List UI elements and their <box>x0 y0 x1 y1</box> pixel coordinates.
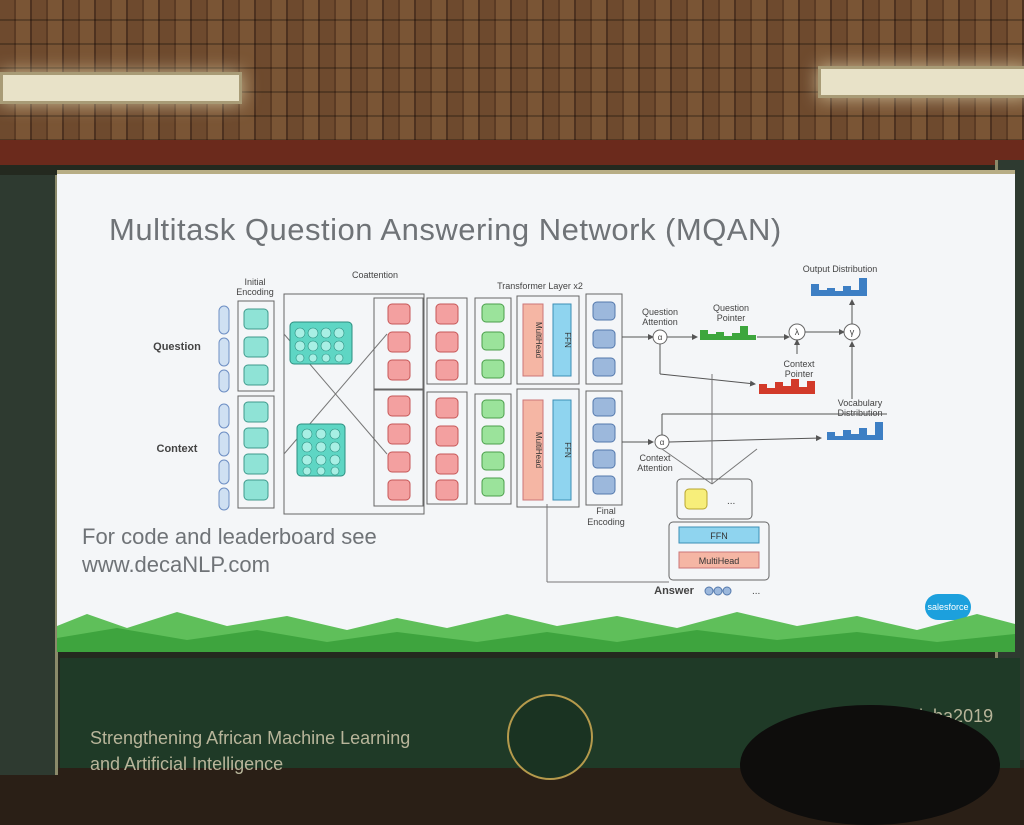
label-question: Question <box>153 341 201 353</box>
svg-text:λ: λ <box>795 327 800 337</box>
curtain-left <box>0 175 58 775</box>
context-initial-encoding-group <box>237 395 275 509</box>
svg-text:...: ... <box>752 586 760 597</box>
label-initial-encoding-2: Encoding <box>236 287 274 297</box>
svg-text:Context: Context <box>639 453 671 463</box>
footer-link[interactable]: www.decaNLP.com <box>82 552 270 577</box>
decoder-state <box>684 488 708 510</box>
label-initial-encoding-1: Initial <box>244 277 265 287</box>
decoder-block <box>668 521 770 581</box>
answer-tokens <box>704 586 732 596</box>
svg-text:Context: Context <box>783 359 815 369</box>
audience-head <box>740 705 1000 825</box>
svg-text:α: α <box>658 333 663 342</box>
svg-text:Pointer: Pointer <box>785 369 814 379</box>
decoder-ffn <box>678 526 760 544</box>
svg-text:Attention: Attention <box>637 463 673 473</box>
output-distribution-bars <box>811 278 867 296</box>
question-pointer-bars <box>700 326 756 340</box>
svg-text:...: ... <box>727 496 735 507</box>
banner-tagline-2: and Artificial Intelligence <box>90 754 284 774</box>
label-transformer: Transformer Layer x2 <box>497 281 583 291</box>
ceiling-light-right <box>818 66 1024 98</box>
ceiling-light-left <box>0 72 242 104</box>
question-transformer-block <box>516 295 580 385</box>
svg-text:Question: Question <box>642 307 678 317</box>
svg-text:FFN: FFN <box>563 442 572 458</box>
context-multihead <box>522 399 544 501</box>
svg-text:MultiHead: MultiHead <box>699 556 740 566</box>
svg-text:Attention: Attention <box>642 317 678 327</box>
label-answer: Answer <box>654 585 694 597</box>
svg-text:γ: γ <box>850 327 855 337</box>
svg-text:MultiHead: MultiHead <box>534 432 543 468</box>
svg-text:Encoding: Encoding <box>587 517 625 527</box>
slide-title: Multitask Question Answering Network (MQ… <box>109 212 782 247</box>
tree-emblem-icon <box>507 694 593 780</box>
decoder-output-frame <box>676 478 753 520</box>
question-ffn <box>552 303 572 377</box>
green-mountains-decoration <box>57 612 1015 652</box>
svg-text:MultiHead: MultiHead <box>534 322 543 358</box>
svg-text:Output Distribution: Output Distribution <box>803 264 878 274</box>
ceiling-beam <box>0 140 1024 168</box>
coattention-outer-frame <box>283 293 425 515</box>
decoder-multihead <box>678 551 760 569</box>
label-coattention: Coattention <box>352 270 398 280</box>
svg-text:Distribution: Distribution <box>837 408 882 418</box>
mqan-diagram: Initial Encoding Coattention Transformer… <box>153 264 887 597</box>
context-ffn <box>552 399 572 501</box>
svg-text:FFN: FFN <box>710 531 728 541</box>
svg-text:Question: Question <box>713 303 749 313</box>
svg-text:α: α <box>660 438 665 447</box>
svg-text:Vocabulary: Vocabulary <box>838 398 883 408</box>
context-pointer-bars <box>759 379 815 394</box>
vocabulary-distribution-bars <box>827 422 883 440</box>
footer-line-1: For code and leaderboard see <box>82 524 377 549</box>
context-transformer-block <box>516 388 580 508</box>
label-context: Context <box>157 443 198 455</box>
banner-tagline-1: Strengthening African Machine Learning <box>90 728 411 748</box>
svg-text:Final: Final <box>596 506 616 516</box>
projection-screen: Multitask Question Answering Network (MQ… <box>57 170 1015 652</box>
context-input-tokens <box>218 403 230 511</box>
question-input-tokens <box>218 305 230 393</box>
salesforce-logo: salesforce <box>925 594 971 620</box>
question-multihead <box>522 303 544 377</box>
question-initial-encoding-group <box>237 300 275 392</box>
svg-text:FFN: FFN <box>563 332 572 348</box>
svg-text:Pointer: Pointer <box>717 313 746 323</box>
